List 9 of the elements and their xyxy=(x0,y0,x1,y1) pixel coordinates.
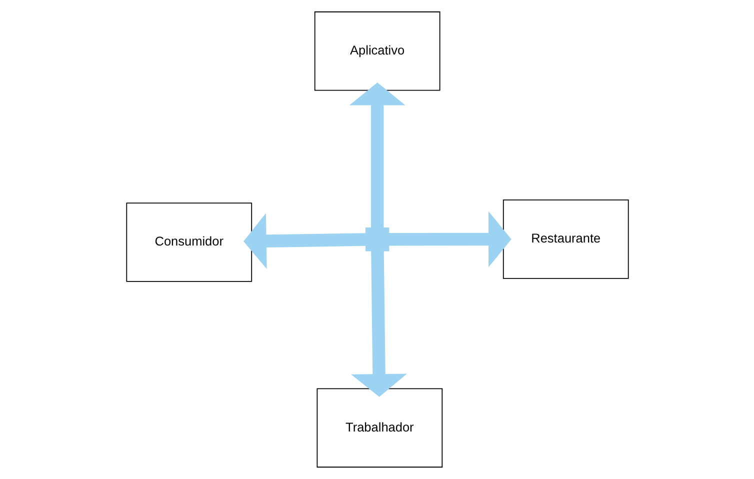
arrow xyxy=(348,82,405,228)
node-box: Consumidor xyxy=(126,202,252,282)
node-box: Trabalhador xyxy=(316,388,442,468)
arrow xyxy=(243,213,366,270)
arrow xyxy=(350,250,406,397)
arrow xyxy=(388,211,511,268)
node-box: Restaurante xyxy=(502,200,628,279)
node-cross xyxy=(364,228,389,252)
node-box: Aplicativo xyxy=(314,11,440,91)
